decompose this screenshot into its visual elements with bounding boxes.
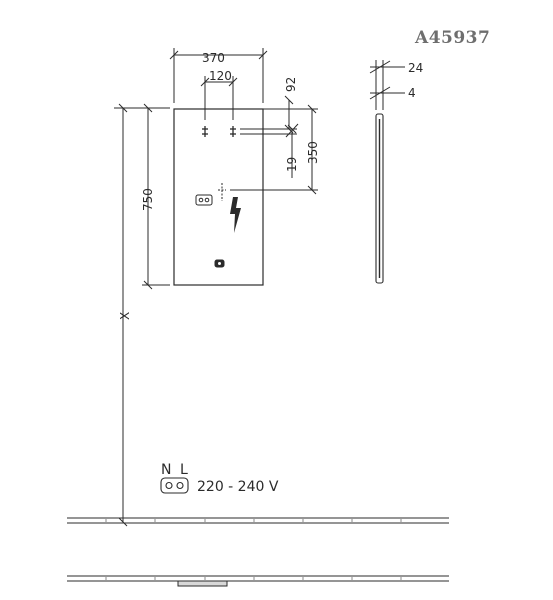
- depth-dim-label: 24: [408, 61, 423, 75]
- floor-dim-label: X: [118, 312, 132, 320]
- front-view: [114, 48, 318, 527]
- mounting-point-left: [202, 126, 208, 137]
- floor-top: [67, 517, 449, 524]
- live-label: L: [180, 462, 188, 478]
- glass-dim-label: 4: [408, 86, 416, 100]
- floor-inset-plate: [177, 580, 228, 587]
- legend-socket-icon: [160, 477, 189, 494]
- mirror-side-profile: [375, 113, 384, 284]
- top-offset-dim-label: 92: [284, 77, 298, 92]
- width-dim-label: 370: [202, 51, 225, 65]
- neutral-label: N: [161, 462, 171, 478]
- drawing-reference: A45937: [415, 28, 491, 48]
- socket-icon: [195, 194, 213, 206]
- crosshair-icon: [218, 183, 226, 201]
- mirror-outline: [173, 108, 264, 286]
- mounting-point-right: [230, 126, 236, 137]
- bottom-switch-icon: [214, 259, 225, 268]
- lightning-bolt-icon: [230, 197, 241, 233]
- socket-height-dim-label: 350: [306, 141, 320, 164]
- inner-dim-label: 120: [209, 69, 232, 83]
- side-view: [369, 60, 405, 284]
- voltage-label: 220 - 240 V: [197, 479, 279, 495]
- side-offset-dim-label: 19: [285, 157, 299, 172]
- floor-bottom: [67, 575, 449, 587]
- height-dim-label: 750: [141, 188, 155, 211]
